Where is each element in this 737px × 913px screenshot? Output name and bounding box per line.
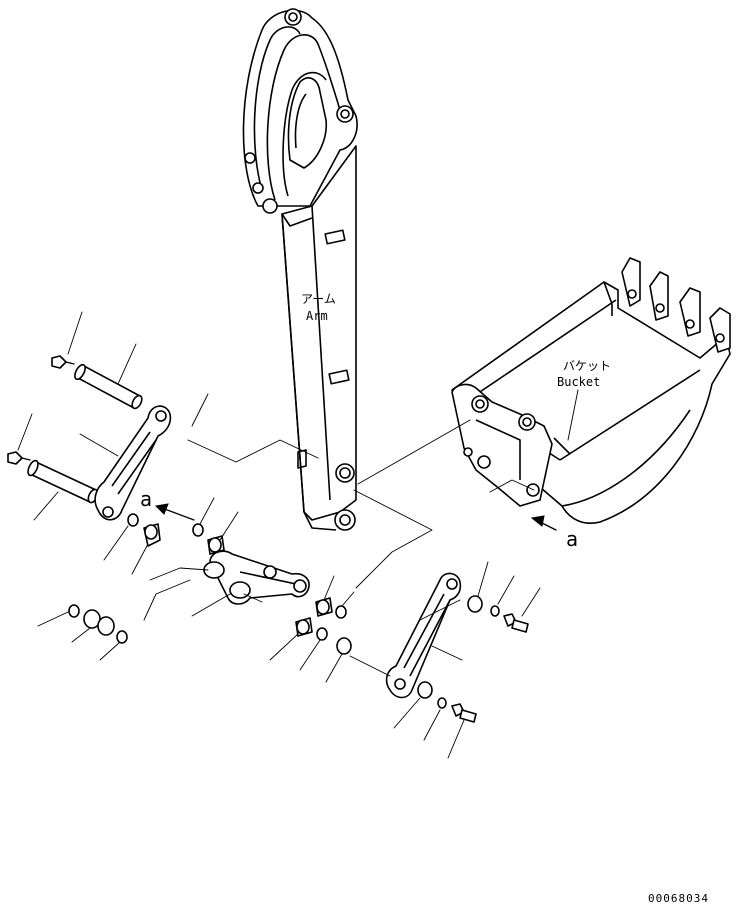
view-marker-left: a	[140, 487, 152, 511]
left-bushings	[68, 513, 225, 644]
left-side-link	[94, 405, 172, 521]
arm-label-en: Arm	[306, 309, 328, 323]
bucket-label-en: Bucket	[557, 375, 600, 389]
bucket-label-jp: バケット	[563, 359, 611, 373]
leader-lines	[17, 311, 541, 759]
center-link	[203, 550, 310, 605]
view-arrow-right	[489, 479, 557, 531]
upper-pin-assembly	[51, 355, 143, 410]
arm-label-jp: アーム	[301, 292, 336, 306]
right-bushings	[295, 597, 352, 655]
view-arrow-left	[154, 503, 195, 521]
arm	[242, 8, 358, 531]
view-marker-right: a	[566, 527, 578, 551]
right-hardware	[417, 595, 529, 723]
bucket	[451, 257, 731, 524]
right-side-link	[385, 572, 462, 699]
assembly-lines	[143, 419, 471, 677]
drawing-number: 00068034	[648, 892, 709, 905]
